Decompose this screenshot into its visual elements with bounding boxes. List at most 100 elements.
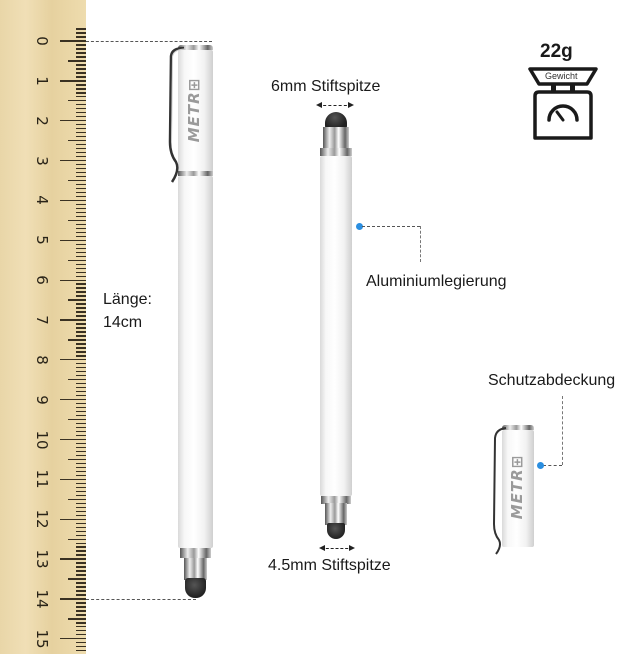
weight-label: Gewicht	[545, 71, 578, 81]
ruler-tick	[76, 574, 86, 576]
ruler-tick	[76, 32, 86, 34]
ruler-number: 7	[33, 315, 51, 325]
ruler-tick	[76, 155, 86, 158]
ruler-tick	[60, 638, 86, 640]
ruler-tick	[76, 522, 86, 524]
tip-top-width-arrow	[316, 102, 354, 108]
ruler-tick	[60, 558, 86, 560]
ruler-tick	[60, 438, 86, 441]
ruler-tick	[68, 379, 86, 381]
ruler-tick	[76, 52, 86, 54]
ruler-tick	[76, 187, 86, 190]
ruler-tick	[76, 311, 86, 313]
ruler-tick	[76, 363, 86, 365]
ruler-tick	[76, 44, 86, 46]
ruler-tick	[76, 414, 86, 417]
ruler-tick	[68, 418, 86, 421]
ruler-tick	[76, 650, 86, 652]
ruler-tick	[76, 323, 86, 325]
ruler-tick	[68, 140, 86, 142]
ruler-tick	[76, 622, 86, 624]
ruler-tick	[76, 375, 86, 377]
ruler-tick	[76, 422, 86, 425]
ruler-tick	[68, 339, 86, 341]
ruler-tick	[76, 502, 86, 504]
ruler-tick	[76, 614, 86, 616]
ruler-tick	[76, 582, 86, 584]
ruler-tick	[76, 287, 86, 289]
ruler-tick	[76, 255, 86, 257]
ruler-tick	[76, 263, 86, 265]
ruler-tick	[68, 100, 86, 102]
ruler-tick	[76, 343, 86, 345]
ruler-tick	[76, 542, 86, 544]
ruler-tick	[76, 84, 86, 86]
ruler-tick	[76, 490, 86, 492]
ruler-tick	[76, 211, 86, 214]
material-callout-dot	[356, 223, 363, 230]
ruler-tick	[76, 235, 86, 237]
ruler-number: 6	[33, 275, 51, 285]
ruler-tick	[76, 446, 86, 449]
ruler-tick	[76, 183, 86, 186]
ruler-tick	[76, 642, 86, 644]
ruler-tick	[68, 299, 86, 301]
ruler-tick	[60, 598, 86, 600]
ruler-tick	[76, 251, 86, 253]
ruler-tick	[76, 28, 86, 30]
ruler-tick	[76, 207, 86, 210]
scale-icon	[528, 67, 598, 140]
ruler-number: 10	[33, 429, 51, 450]
ruler-number: 4	[33, 195, 51, 206]
ruler-tick	[60, 478, 86, 481]
ruler-tick	[76, 554, 86, 556]
ruler-tick	[76, 387, 86, 389]
bottom-tip-collar	[321, 496, 351, 504]
ruler-tick	[76, 482, 86, 485]
ruler-tick	[76, 92, 86, 94]
ruler-tick	[76, 112, 86, 114]
ruler-tick	[76, 494, 86, 496]
ruler-tick	[60, 279, 86, 281]
ruler-tick	[76, 72, 86, 74]
ruler-number: 1	[33, 76, 51, 86]
ruler-tick	[76, 48, 86, 50]
ruler-tick	[76, 195, 86, 198]
cap-top-ring	[178, 45, 213, 50]
ruler-tick	[68, 458, 86, 461]
ruler-tick	[76, 510, 86, 512]
ruler-tick	[76, 566, 86, 568]
ruler-tick	[68, 538, 86, 540]
ruler-tick	[76, 76, 86, 78]
cap-body	[178, 50, 213, 172]
length-guide-bottom	[86, 599, 196, 600]
ruler-tick	[76, 395, 86, 397]
ruler-number: 11	[33, 469, 51, 489]
weight-value: 22g	[540, 41, 573, 62]
ruler-tick	[76, 454, 86, 457]
pen-barrel	[178, 176, 213, 548]
cap-callout-line-v	[562, 396, 563, 465]
tip-top-label: 6mm Stiftspitze	[271, 78, 381, 95]
ruler-tick	[76, 247, 86, 249]
ruler-tick	[76, 267, 86, 269]
ruler-tick	[76, 347, 86, 349]
ruler-tick	[76, 646, 86, 648]
ruler-tick	[76, 144, 86, 146]
material-callout-line-h	[362, 226, 420, 227]
ruler-tick	[76, 426, 86, 429]
ruler-tick	[60, 40, 86, 42]
ruler-tick	[76, 383, 86, 385]
ruler-tick	[76, 470, 86, 473]
ruler-tick	[76, 371, 86, 373]
cap-label: Schutzabdeckung	[488, 372, 616, 389]
ruler-tick	[68, 578, 86, 580]
ruler-tick	[76, 327, 86, 329]
material-callout-line-v	[420, 226, 421, 262]
ruler-tick	[76, 124, 86, 126]
ruler-tick	[76, 586, 86, 588]
ruler-tick	[76, 466, 86, 469]
ruler-number: 13	[33, 549, 51, 569]
ruler-tick	[60, 80, 86, 82]
